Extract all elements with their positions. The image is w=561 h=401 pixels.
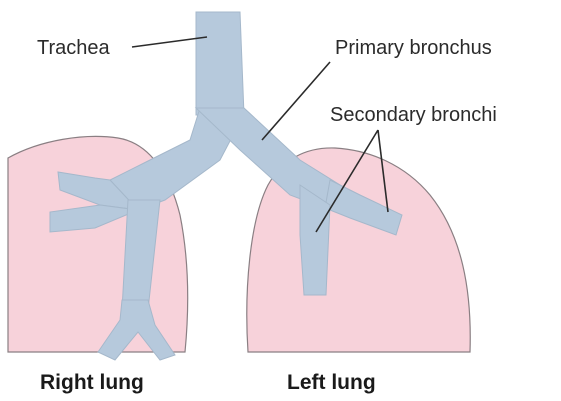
- primary-bronchus-leader: [262, 62, 330, 140]
- trachea-label: Trachea: [37, 37, 111, 59]
- left-descending-branch-shape: [300, 185, 330, 295]
- primary-bronchus-label: Primary bronchus: [335, 37, 492, 59]
- left-lung-label: Left lung: [287, 371, 376, 394]
- secondary-bronchi-label: Secondary bronchi: [330, 104, 497, 126]
- right-lung-label: Right lung: [40, 371, 144, 394]
- trachea-shape: [196, 12, 244, 115]
